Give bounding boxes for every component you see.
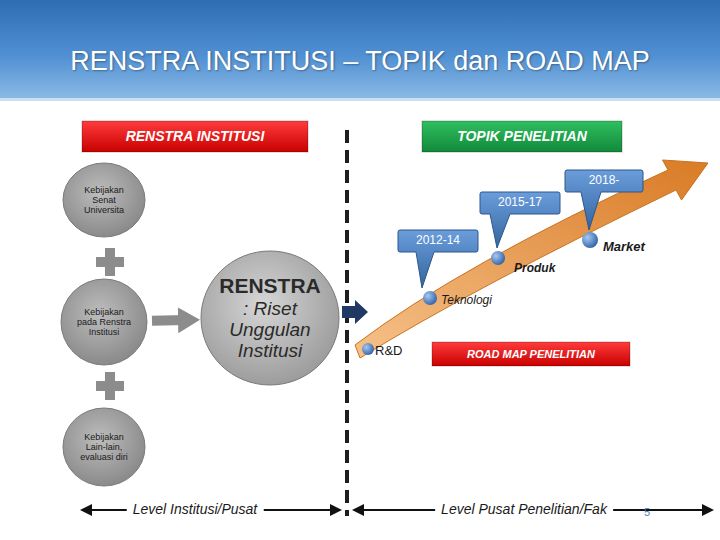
stage-dot [362,343,374,355]
period-callout: 2012-14 [398,230,478,252]
stage-label: Market [603,240,645,254]
box-shape [432,342,630,366]
policy-ellipse: Kebijakan Lain-lain, evaluasi diri [62,407,146,487]
node-text: 2018- [589,174,620,187]
box-shape [82,121,308,152]
node-text: RENSTRA INSTITUSI [126,129,265,145]
roadmap-box: ROAD MAP PENELITIAN [432,342,630,366]
connector-arrow [152,315,186,326]
ellipse-shape [61,279,147,365]
period-callout: 2015-17 [480,192,560,214]
node-text: : Riset Unggulan Institusi [214,298,326,362]
heading-box: TOPIK PENELITIAN [422,121,622,152]
node-text: 2012-14 [416,234,460,247]
plus-symbol [96,372,124,400]
stage-dot [491,251,505,265]
header-band [0,0,720,100]
box-shape [422,121,622,152]
callout-shape [398,230,478,288]
level-label: Level Pusat Penelitian/Fak [435,502,613,517]
callout-shape [565,170,643,230]
stage-dot [582,232,598,248]
node-text: 2015-17 [498,196,542,209]
node-text: TOPIK PENELITIAN [457,129,587,145]
chevron-arrow [342,300,368,324]
callout-shape [480,192,560,248]
level-label: Level Institusi/Pusat [127,502,264,517]
node-text: Kebijakan Lain-lain, evaluasi diri [73,432,135,462]
node-text: Kebijakan pada Renstra Institusi [75,307,133,337]
policy-ellipse: Kebijakan Senat Universita [62,162,146,238]
ellipse-shape [201,251,339,385]
node-text: ROAD MAP PENELITIAN [467,348,595,360]
roadmap-swoosh [355,160,708,358]
node-text: RENSTRA [219,274,321,298]
ellipse-shape [63,408,145,486]
page-number: 5 [644,506,650,518]
header-rule [0,98,720,101]
heading-box: RENSTRA INSTITUSI [82,121,308,152]
slide-title: RENSTRA INSTITUSI – TOPIK dan ROAD MAP [0,46,720,77]
ellipse-shape [63,163,145,237]
plus-symbol [96,248,124,276]
renstra-ellipse: RENSTRA: Riset Unggulan Institusi [200,250,340,386]
stage-dot [423,291,437,305]
stage-label: Produk [514,262,555,275]
policy-ellipse: Kebijakan pada Renstra Institusi [60,278,148,366]
node-text: Kebijakan Senat Universita [75,185,133,215]
stage-label: R&D [375,344,402,358]
period-callout: 2018- [565,170,643,192]
stage-label: Teknologi [441,294,492,307]
divider-line [345,130,349,516]
